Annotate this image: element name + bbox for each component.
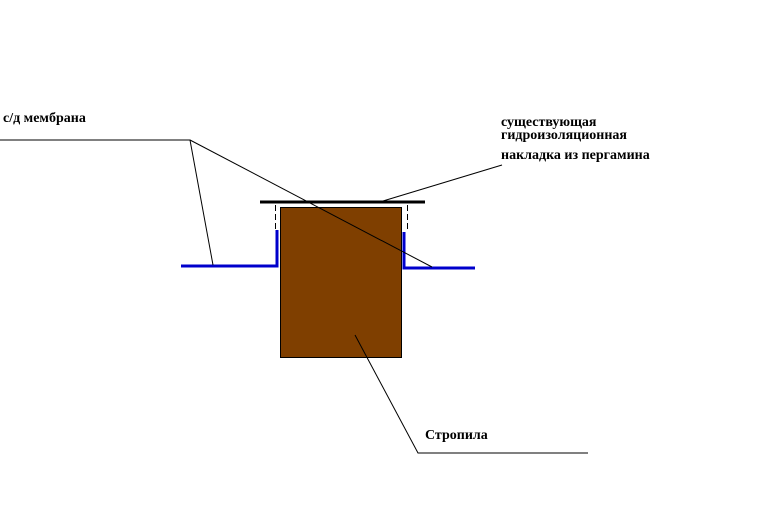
overlay-label-line2: гидроизоляционная [501,128,627,143]
membrane-left [181,230,279,268]
membrane-leader-line [0,139,214,266]
membrane-label: с/д мембрана [3,111,86,126]
rafter-beam [280,207,402,358]
overlay-label-line3: накладка из пергамина [501,148,650,163]
rafter-label: Стропила [425,428,488,443]
overlay-label-line1: существующая [501,115,597,130]
overlay-leader-line [382,164,503,202]
membrane-right [402,232,475,270]
membrane-leader-line-2 [189,139,433,268]
rafter-leader-line [354,334,588,454]
